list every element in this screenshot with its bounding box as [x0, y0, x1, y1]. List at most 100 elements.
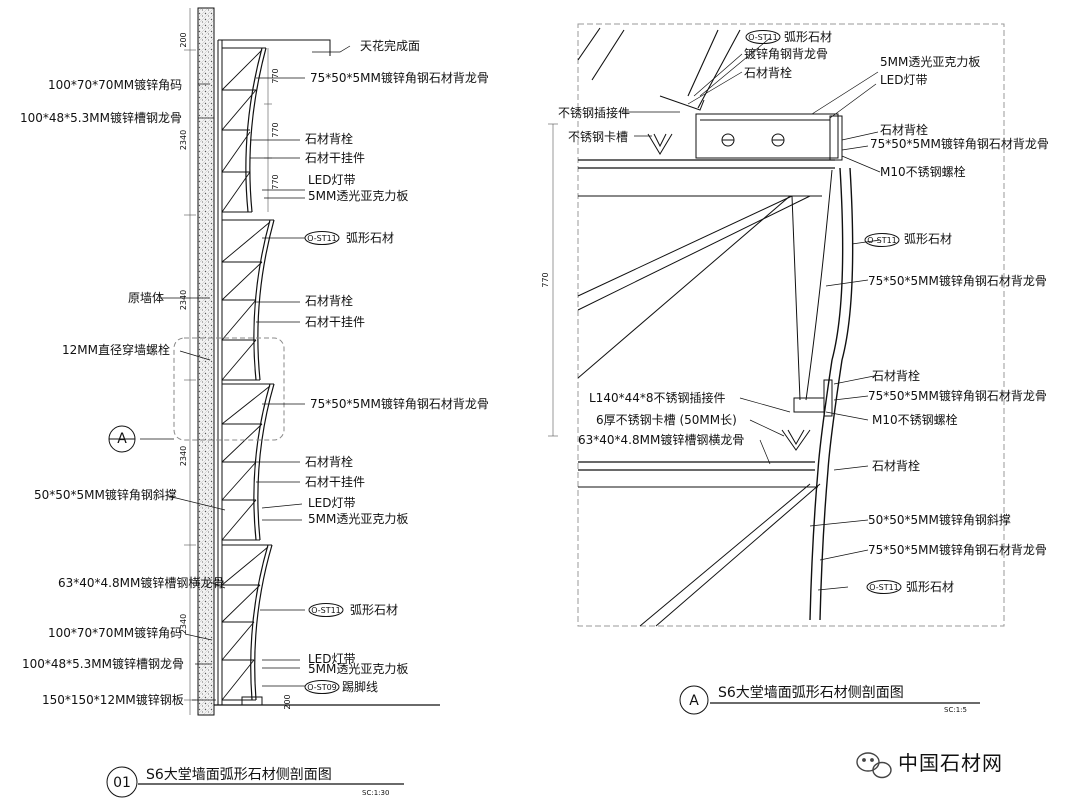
dim-770-1: 770: [271, 68, 280, 83]
curved-stone-profile: [245, 47, 275, 701]
right-title-marker-circle: [679, 685, 709, 715]
tag-st11-2: O-ST11: [311, 606, 341, 615]
tag-bubble-st09: [304, 680, 340, 694]
tag-bubble-st11-2: [308, 603, 344, 617]
tag-st09: O-ST09: [307, 683, 337, 692]
label-led-strip-2: LED灯带: [308, 496, 356, 510]
right-tag-bubble-top: [745, 30, 781, 44]
label-curved-stone-2: 弧形石材: [350, 603, 398, 617]
label-acrylic-3: 5MM透光亚克力板: [308, 662, 408, 676]
right-title-block: A S6大堂墙面弧形石材侧剖面图 SC:1:5: [689, 685, 967, 714]
label-back-keel-mid: 75*50*5MM镀锌角钢石材背龙骨: [310, 397, 489, 411]
label-original-wall: 原墙体: [128, 291, 164, 305]
v-slot-top: [647, 133, 673, 155]
detail-callout-box: [173, 337, 285, 441]
section-marker-letter: A: [117, 431, 127, 447]
label-acrylic-1: 5MM透光亚克力板: [308, 189, 408, 203]
label-back-bolt-2: 石材背栓: [305, 293, 353, 308]
label-led-strip-1: LED灯带: [308, 173, 356, 187]
right-tag-bubble-mid: [864, 233, 900, 247]
right-tag-st11-bot: O-ST11: [869, 583, 899, 592]
right-label-back-bolt-1: 石材背栓: [880, 122, 928, 137]
label-ceiling-finish: 天花完成面: [360, 38, 420, 53]
watermark-text: 中国石材网: [898, 751, 1003, 775]
leader-lines: [140, 45, 351, 701]
dim-2340-3: 2340: [179, 446, 188, 466]
right-label-led: LED灯带: [880, 73, 928, 87]
dim-2340-4: 2340: [179, 614, 188, 634]
label-led-strip-3: LED灯带: [308, 652, 356, 666]
dim-770-3: 770: [271, 174, 280, 189]
right-label-back-bolt-3: 石材背栓: [872, 458, 920, 473]
right-scale: SC:1:5: [944, 706, 967, 714]
right-label-curved-stone-bot: 弧形石材: [906, 580, 954, 594]
label-dry-hanger-2: 石材干挂件: [305, 315, 365, 329]
right-label-m10-2: M10不锈钢螺栓: [872, 412, 958, 427]
right-label-cross-keel: 63*40*4.8MM镀锌槽钢横龙骨: [578, 433, 744, 447]
right-tag-bubble-bot: [866, 580, 902, 594]
right-label-acrylic: 5MM透光亚克力板: [880, 55, 980, 69]
right-label-back-bolt-2: 石材背栓: [872, 368, 920, 383]
right-leader-lines: [620, 37, 881, 591]
left-scale: SC:1:30: [362, 789, 389, 797]
right-label-back-keel-4: 75*50*5MM镀锌角钢石材背龙骨: [868, 543, 1047, 557]
label-through-bolt: 12MM直径穿墙螺栓: [62, 342, 170, 357]
dim-200-bot: 200: [283, 694, 292, 709]
label-back-keel-top: 75*50*5MM镀锌角钢石材背龙骨: [310, 71, 489, 85]
right-title: S6大堂墙面弧形石材侧剖面图: [718, 685, 904, 701]
wechat-icon: [856, 752, 892, 779]
right-label-diagonal-brace: 50*50*5MM镀锌角钢斜撑: [868, 512, 1011, 527]
right-label-back-keel-1: 75*50*5MM镀锌角钢石材背龙骨: [870, 137, 1049, 151]
skirting: [241, 696, 263, 706]
label-curved-stone-1: 弧形石材: [346, 231, 394, 245]
right-tag-st11-mid: O-ST11: [867, 236, 897, 245]
left-labels: 天花完成面 100*70*70MM镀锌角码 100*48*5.3MM镀锌槽钢龙骨…: [20, 38, 489, 707]
right-dim-770: 770: [541, 272, 550, 287]
left-title: S6大堂墙面弧形石材侧剖面图: [146, 767, 332, 783]
title-number-circle: [106, 766, 138, 798]
label-channel-joist-bot: 100*48*5.3MM镀锌槽钢龙骨: [22, 657, 184, 671]
upper-curved-stone: [577, 27, 741, 109]
title-number: 01: [113, 775, 131, 791]
label-acrylic-2: 5MM透光亚克力板: [308, 512, 408, 526]
v-slot-bottom: [781, 429, 811, 451]
label-angle-bracket-bot: 100*70*70MM镀锌角码: [48, 626, 182, 640]
right-label-clip-slot: 不锈钢卡槽: [568, 130, 628, 144]
label-dry-hanger-3: 石材干挂件: [305, 475, 365, 489]
right-title-marker: A: [689, 693, 699, 709]
right-label-back-keel-3: 75*50*5MM镀锌角钢石材背龙骨: [868, 389, 1047, 403]
label-diagonal-brace: 50*50*5MM镀锌角钢斜撑: [34, 487, 177, 502]
bracing-members: [221, 47, 274, 701]
right-tag-st11-top: O-ST11: [748, 33, 778, 42]
label-dry-hanger-1: 石材干挂件: [305, 151, 365, 165]
right-label-curved-stone-mid: 弧形石材: [904, 232, 952, 246]
right-label-l140: L140*44*8不锈钢插接件: [589, 390, 726, 405]
right-label-back-keel-2: 75*50*5MM镀锌角钢石材背龙骨: [868, 274, 1047, 288]
label-angle-bracket-top: 100*70*70MM镀锌角码: [48, 78, 182, 92]
original-wall: [197, 7, 215, 716]
left-dimensions: 200 2340 2340 2340 2340 770 770 770 200: [179, 32, 292, 709]
dim-2340-2: 2340: [179, 290, 188, 310]
label-steel-plate: 150*150*12MM镀锌钢板: [42, 693, 184, 707]
label-skirting: 踢脚线: [342, 679, 378, 694]
label-channel-joist-top: 100*48*5.3MM镀锌槽钢龙骨: [20, 111, 182, 125]
led-box: [695, 113, 839, 159]
ceiling-finish-line: [218, 39, 331, 56]
curved-stone-right: [809, 167, 844, 621]
right-label-curved-stone-top: 弧形石材: [784, 30, 832, 44]
tag-st11-1: O-ST11: [307, 234, 337, 243]
inner-keel: [805, 169, 833, 401]
right-label-clip-6mm: 6厚不锈钢卡槽 (50MM长): [596, 413, 737, 427]
right-label-m10-1: M10不锈钢螺栓: [880, 164, 966, 179]
dim-2340-1: 2340: [179, 130, 188, 150]
right-label-back-bolt-top: 石材背栓: [744, 65, 792, 80]
right-label-connector: 不锈钢插接件: [558, 105, 630, 120]
connector-bracket: [793, 397, 825, 413]
right-label-back-keel-top: 镀锌角钢背龙骨: [744, 47, 828, 61]
left-section-drawing: [106, 7, 440, 798]
tag-bubble-st11-1: [304, 231, 340, 245]
detail-frame: [577, 23, 1005, 627]
dim-200-top: 200: [179, 32, 188, 47]
label-back-bolt-1: 石材背栓: [305, 131, 353, 146]
